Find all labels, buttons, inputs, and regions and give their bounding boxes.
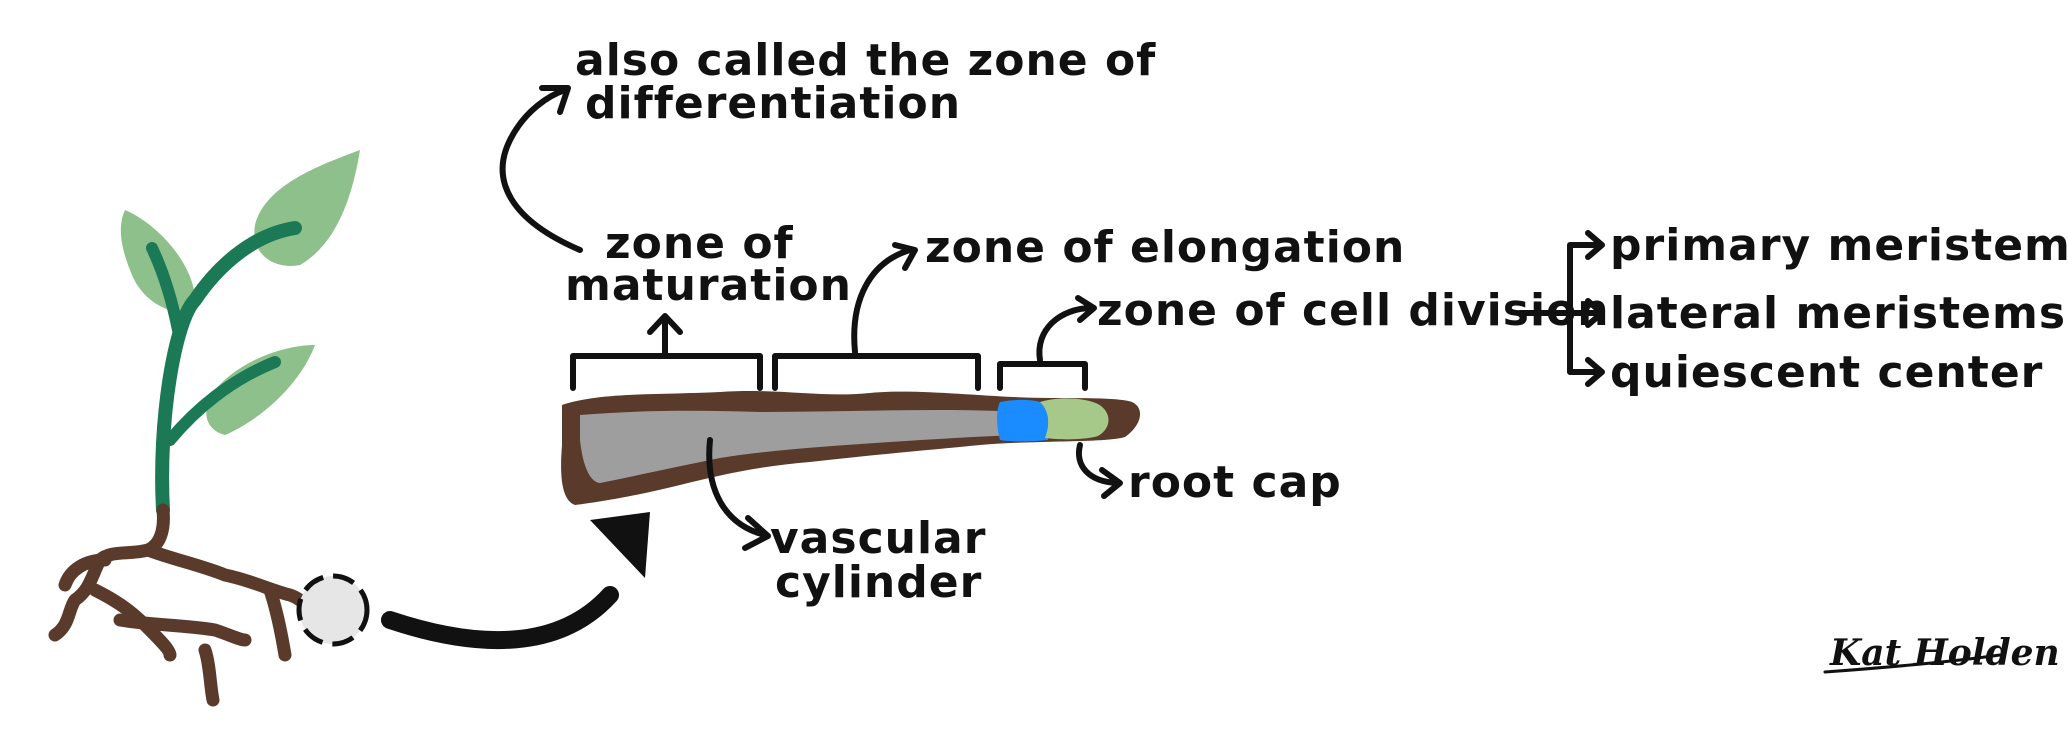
- zoom-arrowhead: [590, 512, 650, 578]
- zoom-arrow: [381, 586, 619, 650]
- arrowheads-meristems: [1585, 230, 1605, 387]
- leaf-middle: [206, 345, 315, 435]
- arrow-maturation-to-note: [499, 85, 583, 253]
- label-note-line2: differentiation: [585, 78, 961, 129]
- bracket-cell-division: [997, 361, 1088, 391]
- arrow-bracket-to-cell-division: [1036, 295, 1097, 363]
- label-lateral-meristems: lateral meristems: [1610, 288, 2066, 339]
- arrow-bracket-to-elongation: [851, 242, 918, 355]
- label-zone-cell-division: zone of cell division: [1097, 285, 1610, 336]
- arrow-to-root-cap: [1076, 442, 1123, 499]
- plant-roots: [48, 503, 322, 707]
- label-zone-maturation-2: maturation: [565, 260, 852, 311]
- zoom-circle: [296, 573, 370, 647]
- stem-branch-left: [146, 242, 184, 336]
- bracket-maturation: [570, 353, 763, 391]
- signature-underline: [1823, 653, 2002, 674]
- arrow-to-vascular: [706, 437, 771, 551]
- label-vascular-2: cylinder: [775, 557, 982, 608]
- arrow-bracket-to-maturation: [647, 313, 683, 359]
- root-cross-section: [561, 391, 1141, 505]
- leaf-top-right: [254, 150, 360, 266]
- label-zone-maturation-1: zone of: [605, 218, 794, 269]
- artist-signature: Kat Holden: [1829, 632, 2060, 674]
- label-vascular-1: vascular: [770, 513, 986, 564]
- stem-branch-right: [164, 356, 281, 446]
- label-quiescent-center: quiescent center: [1610, 347, 2043, 398]
- plant-illustration: [48, 150, 360, 707]
- vascular-cylinder-core: [580, 410, 1068, 483]
- bracket-elongation: [772, 353, 981, 391]
- label-note-line1: also called the zone of: [575, 35, 1156, 86]
- root-cap-shape: [1040, 398, 1109, 440]
- label-zone-elongation: zone of elongation: [925, 222, 1405, 273]
- label-primary-meristems: primary meristems: [1610, 220, 2069, 271]
- plant-stem: [155, 221, 302, 517]
- meristem-region: [997, 399, 1048, 442]
- arrow-cell-division-branch: [1517, 242, 1603, 375]
- label-root-cap: root cap: [1128, 457, 1342, 508]
